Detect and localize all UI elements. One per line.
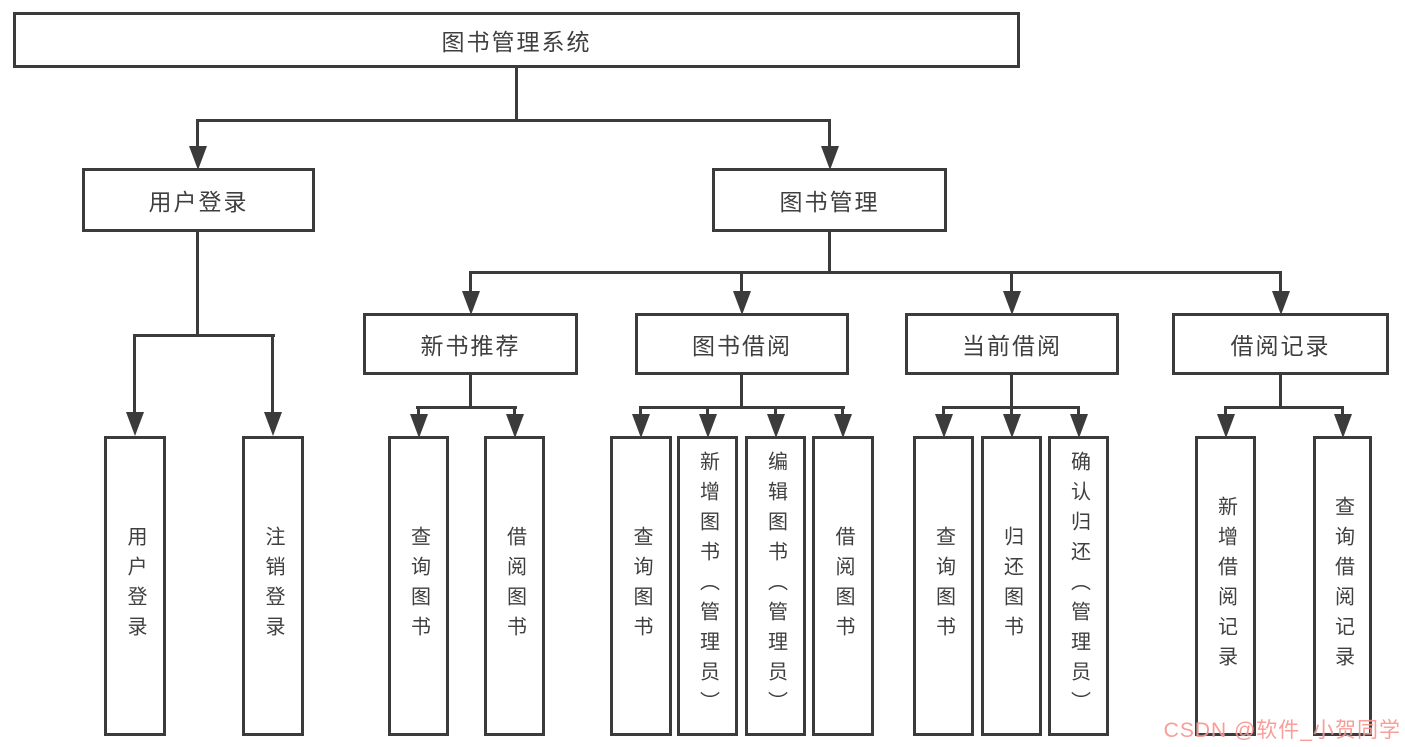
arrow-to-new-book-rec xyxy=(469,271,472,291)
leaf-record-add-record-label: 新增借阅记录 xyxy=(1214,496,1237,676)
leaf-logout-label: 注销登录 xyxy=(262,526,284,646)
arrow-to-book-mgmt xyxy=(828,119,831,146)
connector-book-borrow-bar xyxy=(639,406,845,409)
arrow-current-confirm xyxy=(1077,406,1080,414)
leaf-borrow-edit-book-admin: 编辑图书（管理员） xyxy=(745,436,806,736)
leaf-borrow-query-book-label: 查询图书 xyxy=(630,526,652,646)
arrow-to-book-borrow xyxy=(740,271,743,291)
connector-current-borrow-stem xyxy=(1010,375,1013,407)
leaf-current-confirm-return-admin: 确认归还（管理员） xyxy=(1048,436,1109,736)
node-library-system: 图书管理系统 xyxy=(13,12,1020,68)
arrow-current-query xyxy=(942,406,945,414)
leaf-borrow-add-book-admin-label: 新增图书（管理员） xyxy=(696,451,719,721)
connector-book-borrow-stem xyxy=(740,375,743,407)
leaf-rec-query-book-label: 查询图书 xyxy=(407,526,430,646)
arrow-rec-query xyxy=(417,406,420,414)
arrow-borrow-edit xyxy=(774,406,777,414)
arrow-to-borrow-record xyxy=(1279,271,1282,291)
leaf-record-add-record: 新增借阅记录 xyxy=(1195,436,1256,736)
arrow-record-add xyxy=(1224,406,1227,414)
connector-book-mgmt-stem xyxy=(828,232,831,273)
connector-borrow-record-bar xyxy=(1224,406,1344,409)
leaf-user-login-label: 用户登录 xyxy=(124,526,146,646)
arrow-record-query xyxy=(1341,406,1344,414)
connector-new-book-rec-bar xyxy=(416,406,517,409)
connector-borrow-record-stem xyxy=(1279,375,1282,407)
leaf-borrow-add-book-admin: 新增图书（管理员） xyxy=(677,436,738,736)
connector-book-mgmt-bar xyxy=(469,271,1282,274)
connector-root-stem xyxy=(515,68,518,120)
arrow-to-leaf-user-login xyxy=(133,334,136,412)
leaf-borrow-borrow-book-label: 借阅图书 xyxy=(832,526,854,646)
arrow-to-user-login xyxy=(196,119,199,146)
arrow-rec-borrow xyxy=(513,406,516,414)
leaf-current-confirm-return-admin-label: 确认归还（管理员） xyxy=(1067,451,1090,721)
node-new-book-rec: 新书推荐 xyxy=(363,313,578,375)
leaf-record-query-record: 查询借阅记录 xyxy=(1313,436,1372,736)
leaf-current-return-book: 归还图书 xyxy=(981,436,1042,736)
node-book-borrow: 图书借阅 xyxy=(635,313,849,375)
node-user-login: 用户登录 xyxy=(82,168,315,232)
arrow-borrow-add xyxy=(706,406,709,414)
leaf-current-query-book-label: 查询图书 xyxy=(932,526,955,646)
arrow-current-return xyxy=(1010,406,1013,414)
arrow-borrow-borrow xyxy=(841,406,844,414)
node-current-borrow: 当前借阅 xyxy=(905,313,1119,375)
csdn-watermark: CSDN @软件_小贺同学 xyxy=(1163,719,1401,742)
leaf-logout: 注销登录 xyxy=(242,436,304,736)
arrow-to-leaf-logout xyxy=(271,334,274,412)
connector-root-bar xyxy=(196,119,831,122)
leaf-current-query-book: 查询图书 xyxy=(913,436,974,736)
connector-user-login-bar xyxy=(133,334,275,337)
leaf-borrow-edit-book-admin-label: 编辑图书（管理员） xyxy=(764,451,787,721)
leaf-borrow-borrow-book: 借阅图书 xyxy=(812,436,874,736)
arrow-borrow-query xyxy=(639,406,642,414)
leaf-record-query-record-label: 查询借阅记录 xyxy=(1331,496,1354,676)
arrow-to-current-borrow xyxy=(1010,271,1013,291)
connector-user-login-stem xyxy=(196,232,199,335)
node-book-mgmt: 图书管理 xyxy=(712,168,947,232)
leaf-current-return-book-label: 归还图书 xyxy=(1000,526,1023,646)
leaf-rec-query-book: 查询图书 xyxy=(388,436,449,736)
leaf-rec-borrow-book: 借阅图书 xyxy=(484,436,545,736)
leaf-borrow-query-book: 查询图书 xyxy=(610,436,672,736)
leaf-rec-borrow-book-label: 借阅图书 xyxy=(503,526,526,646)
connector-new-book-rec-stem xyxy=(469,375,472,407)
leaf-user-login: 用户登录 xyxy=(104,436,166,736)
node-borrow-record: 借阅记录 xyxy=(1172,313,1389,375)
